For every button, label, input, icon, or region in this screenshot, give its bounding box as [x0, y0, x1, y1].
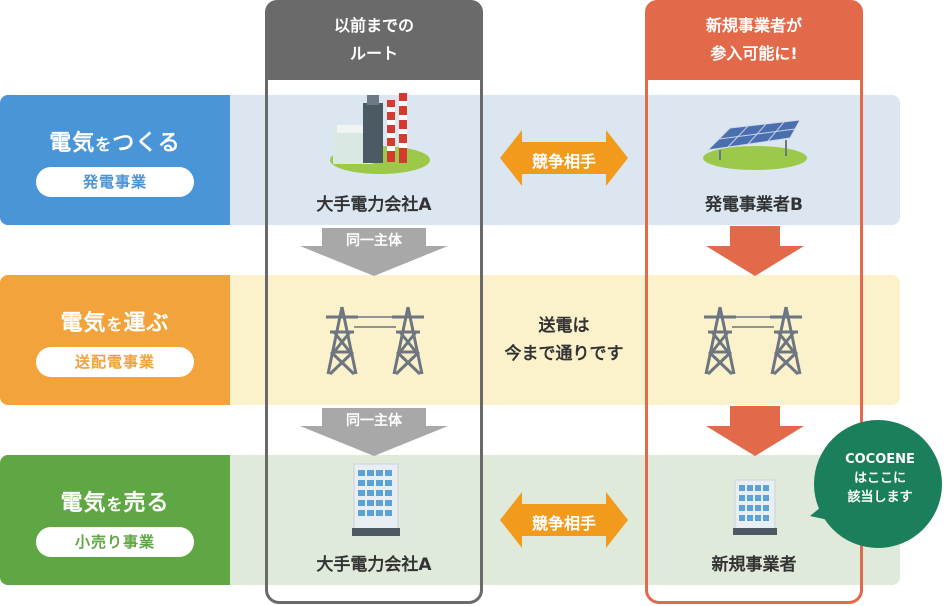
cocoene-callout-text: COCOENE はここに 該当します — [818, 450, 942, 507]
retail-left-caption: 大手電力会社A — [316, 555, 432, 575]
row-retail-label: 電気を売る 小売り事業 — [0, 455, 230, 585]
same-entity-arrow-2 — [300, 408, 448, 456]
row-transmission-title: 電気を運ぶ — [60, 311, 170, 336]
new-entrant-arrow-2 — [706, 406, 804, 456]
row-retail-title: 電気を売る — [60, 491, 170, 516]
solar-panel-icon — [703, 119, 807, 170]
row-generation-pill: 発電事業 — [36, 167, 194, 197]
retail-right-caption: 新規事業者 — [711, 555, 797, 575]
cocoene-callout-line2: はここに — [853, 471, 906, 486]
generation-left-caption: 大手電力会社A — [316, 195, 432, 215]
generation-competitor-label: 競争相手 — [531, 152, 596, 171]
row-retail-pill: 小売り事業 — [36, 527, 194, 557]
office-building-icon — [352, 463, 400, 536]
competitor-arrow-generation — [500, 130, 628, 186]
new-entrant-arrow-1 — [706, 226, 804, 276]
retail-competitor-label: 競争相手 — [531, 514, 596, 533]
generation-right-caption: 発電事業者B — [705, 195, 803, 215]
left-column-header-line1: 以前までの — [333, 16, 414, 35]
row-transmission: 電気を運ぶ 送配電事業 — [0, 275, 900, 405]
transmission-tower-icon-right — [704, 306, 802, 376]
row-transmission-label: 電気を運ぶ 送配電事業 — [0, 275, 230, 405]
right-column-header-line2: 参入可能に! — [710, 44, 798, 63]
cocoene-callout-bubble — [810, 420, 942, 548]
transmission-middle-line1: 送電は — [538, 316, 590, 336]
row-generation-label: 電気をつくる 発電事業 — [0, 95, 230, 225]
right-column: 新規事業者が 参入可能に! — [645, 0, 863, 604]
right-column-header: 新規事業者が 参入可能に! — [645, 0, 863, 80]
transmission-middle-line2: 今まで通りです — [504, 344, 624, 364]
cocoene-callout-line3: 該当します — [847, 490, 913, 505]
power-plant-icon — [330, 93, 430, 174]
same-entity-label-2: 同一主体 — [346, 413, 402, 429]
row-transmission-pill: 送配電事業 — [36, 347, 194, 377]
row-generation-title: 電気をつくる — [49, 131, 181, 156]
transmission-tower-icon — [326, 306, 424, 376]
same-entity-arrow-1 — [300, 228, 448, 276]
left-column-header: 以前までの ルート — [265, 0, 483, 80]
office-building-icon-right — [733, 479, 777, 535]
competitor-arrow-retail — [500, 492, 628, 548]
same-entity-label-1: 同一主体 — [346, 233, 402, 249]
right-column-header-line1: 新規事業者が — [705, 16, 802, 35]
left-column-header-line2: ルート — [349, 44, 398, 63]
left-column: 以前までの ルート — [265, 0, 483, 604]
transmission-middle-text: 送電は 今まで通りです — [483, 312, 645, 368]
cocoene-callout-line1: COCOENE — [845, 452, 915, 467]
